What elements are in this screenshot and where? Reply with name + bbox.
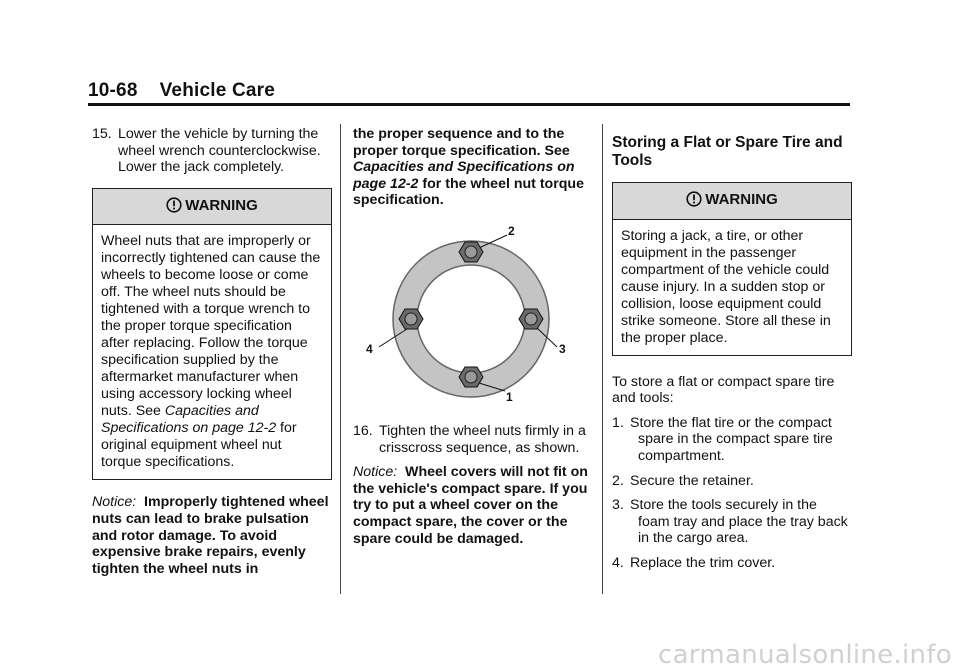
warning-body: Storing a jack, a tire, or other equipme…	[621, 227, 831, 346]
column-middle: the proper sequence and to the proper to…	[353, 126, 591, 555]
watermark: carmanualsonline.info	[657, 640, 952, 670]
step-number: 3.	[612, 497, 624, 514]
header-rule	[88, 103, 850, 106]
step-text: Replace the trim cover.	[630, 554, 776, 571]
step-text: Store the tools securely in the foam tra…	[630, 497, 848, 547]
warning-body: Wheel nuts that are improperly or incorr…	[93, 225, 331, 479]
warning-box: WARNING Storing a jack, a tire, or other…	[612, 182, 852, 356]
store-step-3: 3. Store the tools securely in the foam t…	[612, 497, 852, 547]
warning-header: WARNING	[613, 183, 851, 220]
warning-title: WARNING	[185, 196, 258, 214]
step-number: 4.	[612, 554, 624, 571]
step-16: 16. Tighten the wheel nuts firmly in a cr…	[353, 423, 591, 456]
column-divider	[602, 124, 603, 594]
step-text: Store the flat tire or the compact spare…	[630, 414, 833, 464]
store-step-4: 4. Replace the trim cover.	[612, 555, 852, 572]
wheel-nut-4	[398, 308, 424, 330]
wheel-nut-3	[518, 308, 544, 330]
callout-4: 4	[366, 341, 373, 356]
intro-text: To store a flat or compact spare tire an…	[612, 373, 835, 407]
warning-text: for original equipment wheel nut torque …	[101, 420, 297, 471]
notice-text: the proper sequence and to the proper to…	[353, 126, 570, 159]
cross-reference: Capacities and Specifications on page 12…	[353, 159, 575, 192]
step-number: 1.	[612, 414, 624, 431]
column-right: Storing a Flat or Spare Tire and Tools W…	[612, 126, 852, 580]
column-divider	[340, 124, 341, 594]
notice: Notice: Improperly tightened wheel nuts …	[92, 494, 332, 577]
notice-label: Notice:	[92, 494, 137, 511]
wheel-nut-2	[458, 241, 484, 263]
wheel-nut-1	[458, 366, 484, 388]
step-text: Secure the retainer.	[630, 472, 754, 489]
warning-icon	[166, 197, 182, 218]
warning-box: WARNING Wheel nuts that are improperly o…	[92, 187, 332, 481]
notice-label: Notice:	[353, 464, 398, 481]
step-number: 16.	[353, 422, 373, 439]
section-title: Vehicle Care	[159, 80, 276, 101]
wheel-hub-illustration	[378, 234, 558, 398]
store-step-1: 1. Store the flat tire or the compact spa…	[612, 415, 852, 465]
callout-1: 1	[506, 389, 513, 404]
warning-title: WARNING	[705, 191, 778, 208]
wheel-nut-diagram: 2 3 4 1	[353, 223, 591, 413]
step-text: Lower the vehicle by turning the wheel w…	[118, 126, 321, 176]
cross-reference: Capacities and Specifications on page 12…	[101, 403, 277, 437]
notice-text: Wheel covers will not fit on the vehicle…	[353, 464, 588, 547]
column-left: 15. Lower the vehicle by turning the whee…	[92, 126, 332, 585]
notice: Notice: Wheel covers will not fit on the…	[353, 464, 591, 547]
callout-2: 2	[508, 223, 515, 238]
page-header: 10-68 Vehicle Care	[88, 80, 275, 102]
warning-text: Wheel nuts that are improperly or incorr…	[101, 233, 321, 420]
callout-3: 3	[559, 341, 566, 356]
notice-continuation: the proper sequence and to the proper to…	[353, 126, 591, 209]
warning-icon	[686, 191, 702, 212]
warning-header: WARNING	[93, 188, 331, 226]
notice-text: Improperly tightened wheel nuts can lead…	[92, 494, 329, 577]
step-text: Tighten the wheel nuts firmly in a criss…	[379, 422, 586, 456]
step-number: 2.	[612, 472, 624, 489]
store-step-2: 2. Secure the retainer.	[612, 473, 852, 490]
section-heading: Storing a Flat or Spare Tire and Tools	[612, 134, 843, 169]
notice-text: for the wheel nut torque specification.	[353, 175, 584, 209]
step-15: 15. Lower the vehicle by turning the whee…	[92, 126, 332, 176]
step-number: 15.	[92, 126, 112, 142]
page-number: 10-68	[88, 80, 138, 101]
